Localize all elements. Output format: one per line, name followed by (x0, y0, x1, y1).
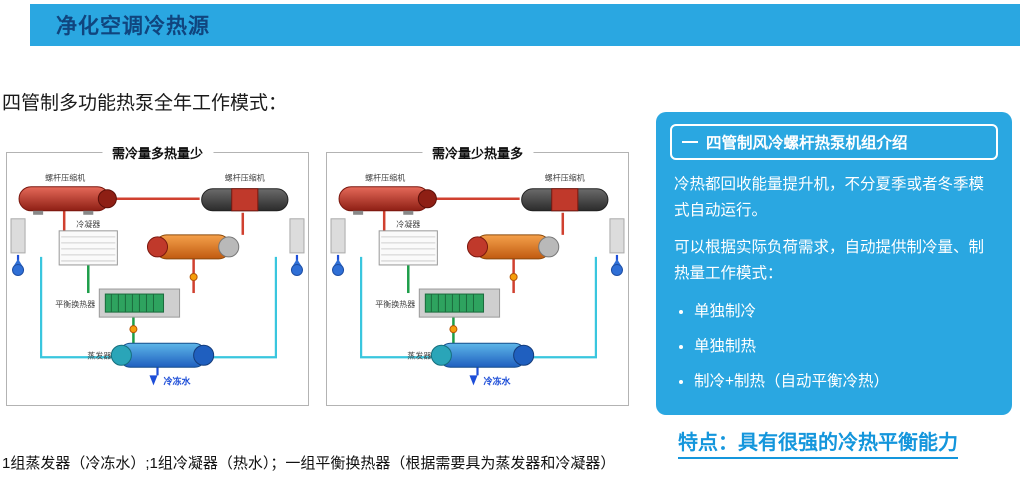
svg-text:螺杆压缩机: 螺杆压缩机 (545, 173, 585, 183)
heat-pump-schematic: 螺杆压缩机 螺杆压缩机 (10, 173, 305, 386)
svg-text:螺杆压缩机: 螺杆压缩机 (45, 173, 85, 183)
header-bar: 净化空调冷热源 (30, 4, 1020, 46)
subtitle: 四管制多功能热泵全年工作模式： (2, 93, 288, 114)
title-dash-icon (682, 141, 698, 143)
info-bullet-list: 单独制冷 单独制热 制冷+制热（自动平衡冷热） (670, 299, 998, 391)
expansion-valve (189, 272, 198, 282)
info-paragraph: 可以根据实际负荷需求，自动提供制冷量、制热量工作模式： (674, 239, 985, 282)
balance-heat-exchanger: 平衡换热器 (55, 288, 181, 318)
balance-heat-exchanger: 平衡换热器 (375, 288, 501, 318)
svg-text:蒸发器: 蒸发器 (407, 350, 431, 360)
diagram-row: 需冷量多热量少 (6, 143, 629, 406)
evaporator-cylinder: 蒸发器 (407, 342, 535, 368)
diagram-title: 需冷量多热量少 (101, 143, 214, 162)
chilled-water-label: 冷冻水 (469, 375, 512, 386)
info-paragraph: 冷热都回收能量提升机，不分夏季或者冬季模式自动运行。 (674, 176, 985, 219)
info-panel: 四管制风冷螺杆热泵机组介绍 冷热都回收能量提升机，不分夏季或者冬季模式自动运行。… (656, 112, 1012, 415)
evaporator-cylinder: 蒸发器 (87, 342, 215, 368)
diagram-more-cooling: 需冷量多热量少 (6, 143, 309, 406)
expansion-valve (509, 272, 518, 282)
plate-heat-exchanger: 冷凝器 (378, 219, 438, 266)
condenser-cylinder (466, 234, 560, 260)
expansion-valve (129, 325, 138, 334)
svg-text:螺杆压缩机: 螺杆压缩机 (225, 173, 265, 183)
svg-text:冷凝器: 冷凝器 (76, 219, 100, 229)
list-item: 单独制热 (694, 334, 998, 356)
screw-compressor-left: 螺杆压缩机 (338, 173, 437, 215)
side-valves (330, 218, 625, 276)
svg-text:平衡换热器: 平衡换热器 (55, 299, 95, 309)
feature-statement: 特点：具有很强的冷热平衡能力 (678, 426, 958, 459)
screw-compressor-left: 螺杆压缩机 (18, 173, 117, 215)
expansion-valve (449, 325, 458, 334)
screw-compressor-right: 螺杆压缩机 (521, 173, 609, 212)
condenser-cylinder (146, 234, 240, 260)
list-item: 单独制冷 (694, 299, 998, 321)
svg-text:螺杆压缩机: 螺杆压缩机 (365, 173, 405, 183)
diagram-title: 需冷量少热量多 (421, 143, 534, 162)
screw-compressor-right: 螺杆压缩机 (201, 173, 289, 212)
heat-pump-schematic: 螺杆压缩机 螺杆压缩机 冷凝器 (330, 173, 625, 386)
svg-text:冷冻水: 冷冻水 (484, 375, 512, 386)
footnote: 1组蒸发器（冷冻水）;1组冷凝器（热水）；一组平衡换热器（根据需要具为蒸发器和冷… (2, 455, 616, 472)
plate-heat-exchanger: 冷凝器 (58, 219, 118, 266)
svg-text:冷凝器: 冷凝器 (396, 219, 420, 229)
cooling-water-pipes (40, 256, 277, 359)
svg-text:平衡换热器: 平衡换热器 (375, 299, 415, 309)
diagram-less-cooling: 需冷量少热量多 螺杆压缩机 (326, 143, 629, 406)
side-valves (10, 218, 305, 276)
svg-text:蒸发器: 蒸发器 (87, 350, 111, 360)
page-title: 净化空调冷热源 (56, 15, 210, 38)
list-item: 制冷+制热（自动平衡冷热） (694, 369, 998, 391)
info-panel-title-text: 四管制风冷螺杆热泵机组介绍 (706, 135, 908, 152)
chilled-water-label: 冷冻水 (149, 375, 192, 386)
cooling-water-pipes (360, 256, 597, 359)
info-panel-title: 四管制风冷螺杆热泵机组介绍 (670, 124, 998, 160)
svg-text:冷冻水: 冷冻水 (164, 375, 192, 386)
